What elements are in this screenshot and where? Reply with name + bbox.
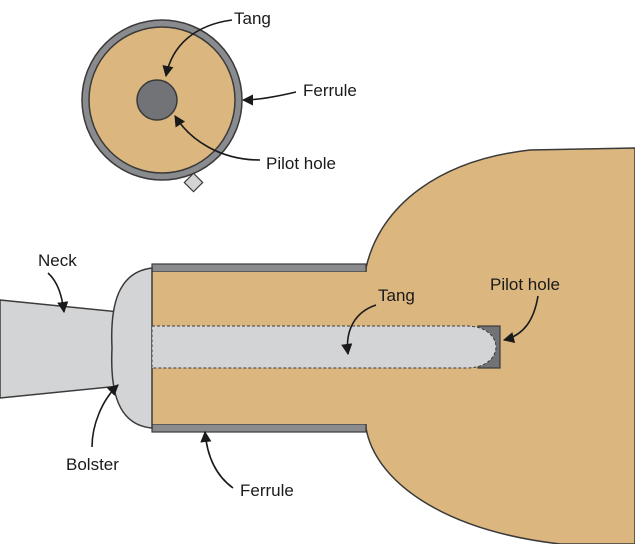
- side-view-neck: [0, 299, 121, 399]
- side-view-ferrule-top: [151, 263, 367, 273]
- end-view-ferrule-label: Ferrule: [303, 81, 357, 100]
- end-view-tang-label: Tang: [234, 9, 271, 28]
- side-view-bolster-label: Bolster: [66, 455, 119, 474]
- side-view-ferrule-leader: [200, 430, 234, 489]
- side-view-ferrule-bottom: [151, 423, 367, 433]
- side-view-bolster-leader: [91, 384, 119, 448]
- end-view-tang: [136, 79, 178, 121]
- side-view-bolster: [110, 267, 153, 429]
- side-view-tang-label: Tang: [378, 286, 415, 305]
- side-view: Neck Tang Pilot hole Bolster Ferrule: [0, 147, 635, 544]
- side-view-neck-leader: [47, 272, 69, 314]
- side-view-neck-label: Neck: [38, 251, 77, 270]
- end-view-pilot-hole-label: Pilot hole: [266, 154, 336, 173]
- end-view-ferrule-leader: [241, 91, 297, 106]
- end-view-pilot-hole-leader: [174, 115, 261, 161]
- side-view-ferrule-label: Ferrule: [240, 481, 294, 500]
- side-view-tang: [151, 325, 497, 369]
- end-view-tang-tip: [183, 172, 204, 193]
- side-view-tang-leader: [341, 304, 377, 356]
- side-view-pilot-hole-leader: [502, 295, 539, 343]
- side-view-pilot-hole-label: Pilot hole: [490, 275, 560, 294]
- end-view-tang-leader: [162, 19, 233, 78]
- end-view: Tang Ferrule Pilot hole: [81, 9, 357, 193]
